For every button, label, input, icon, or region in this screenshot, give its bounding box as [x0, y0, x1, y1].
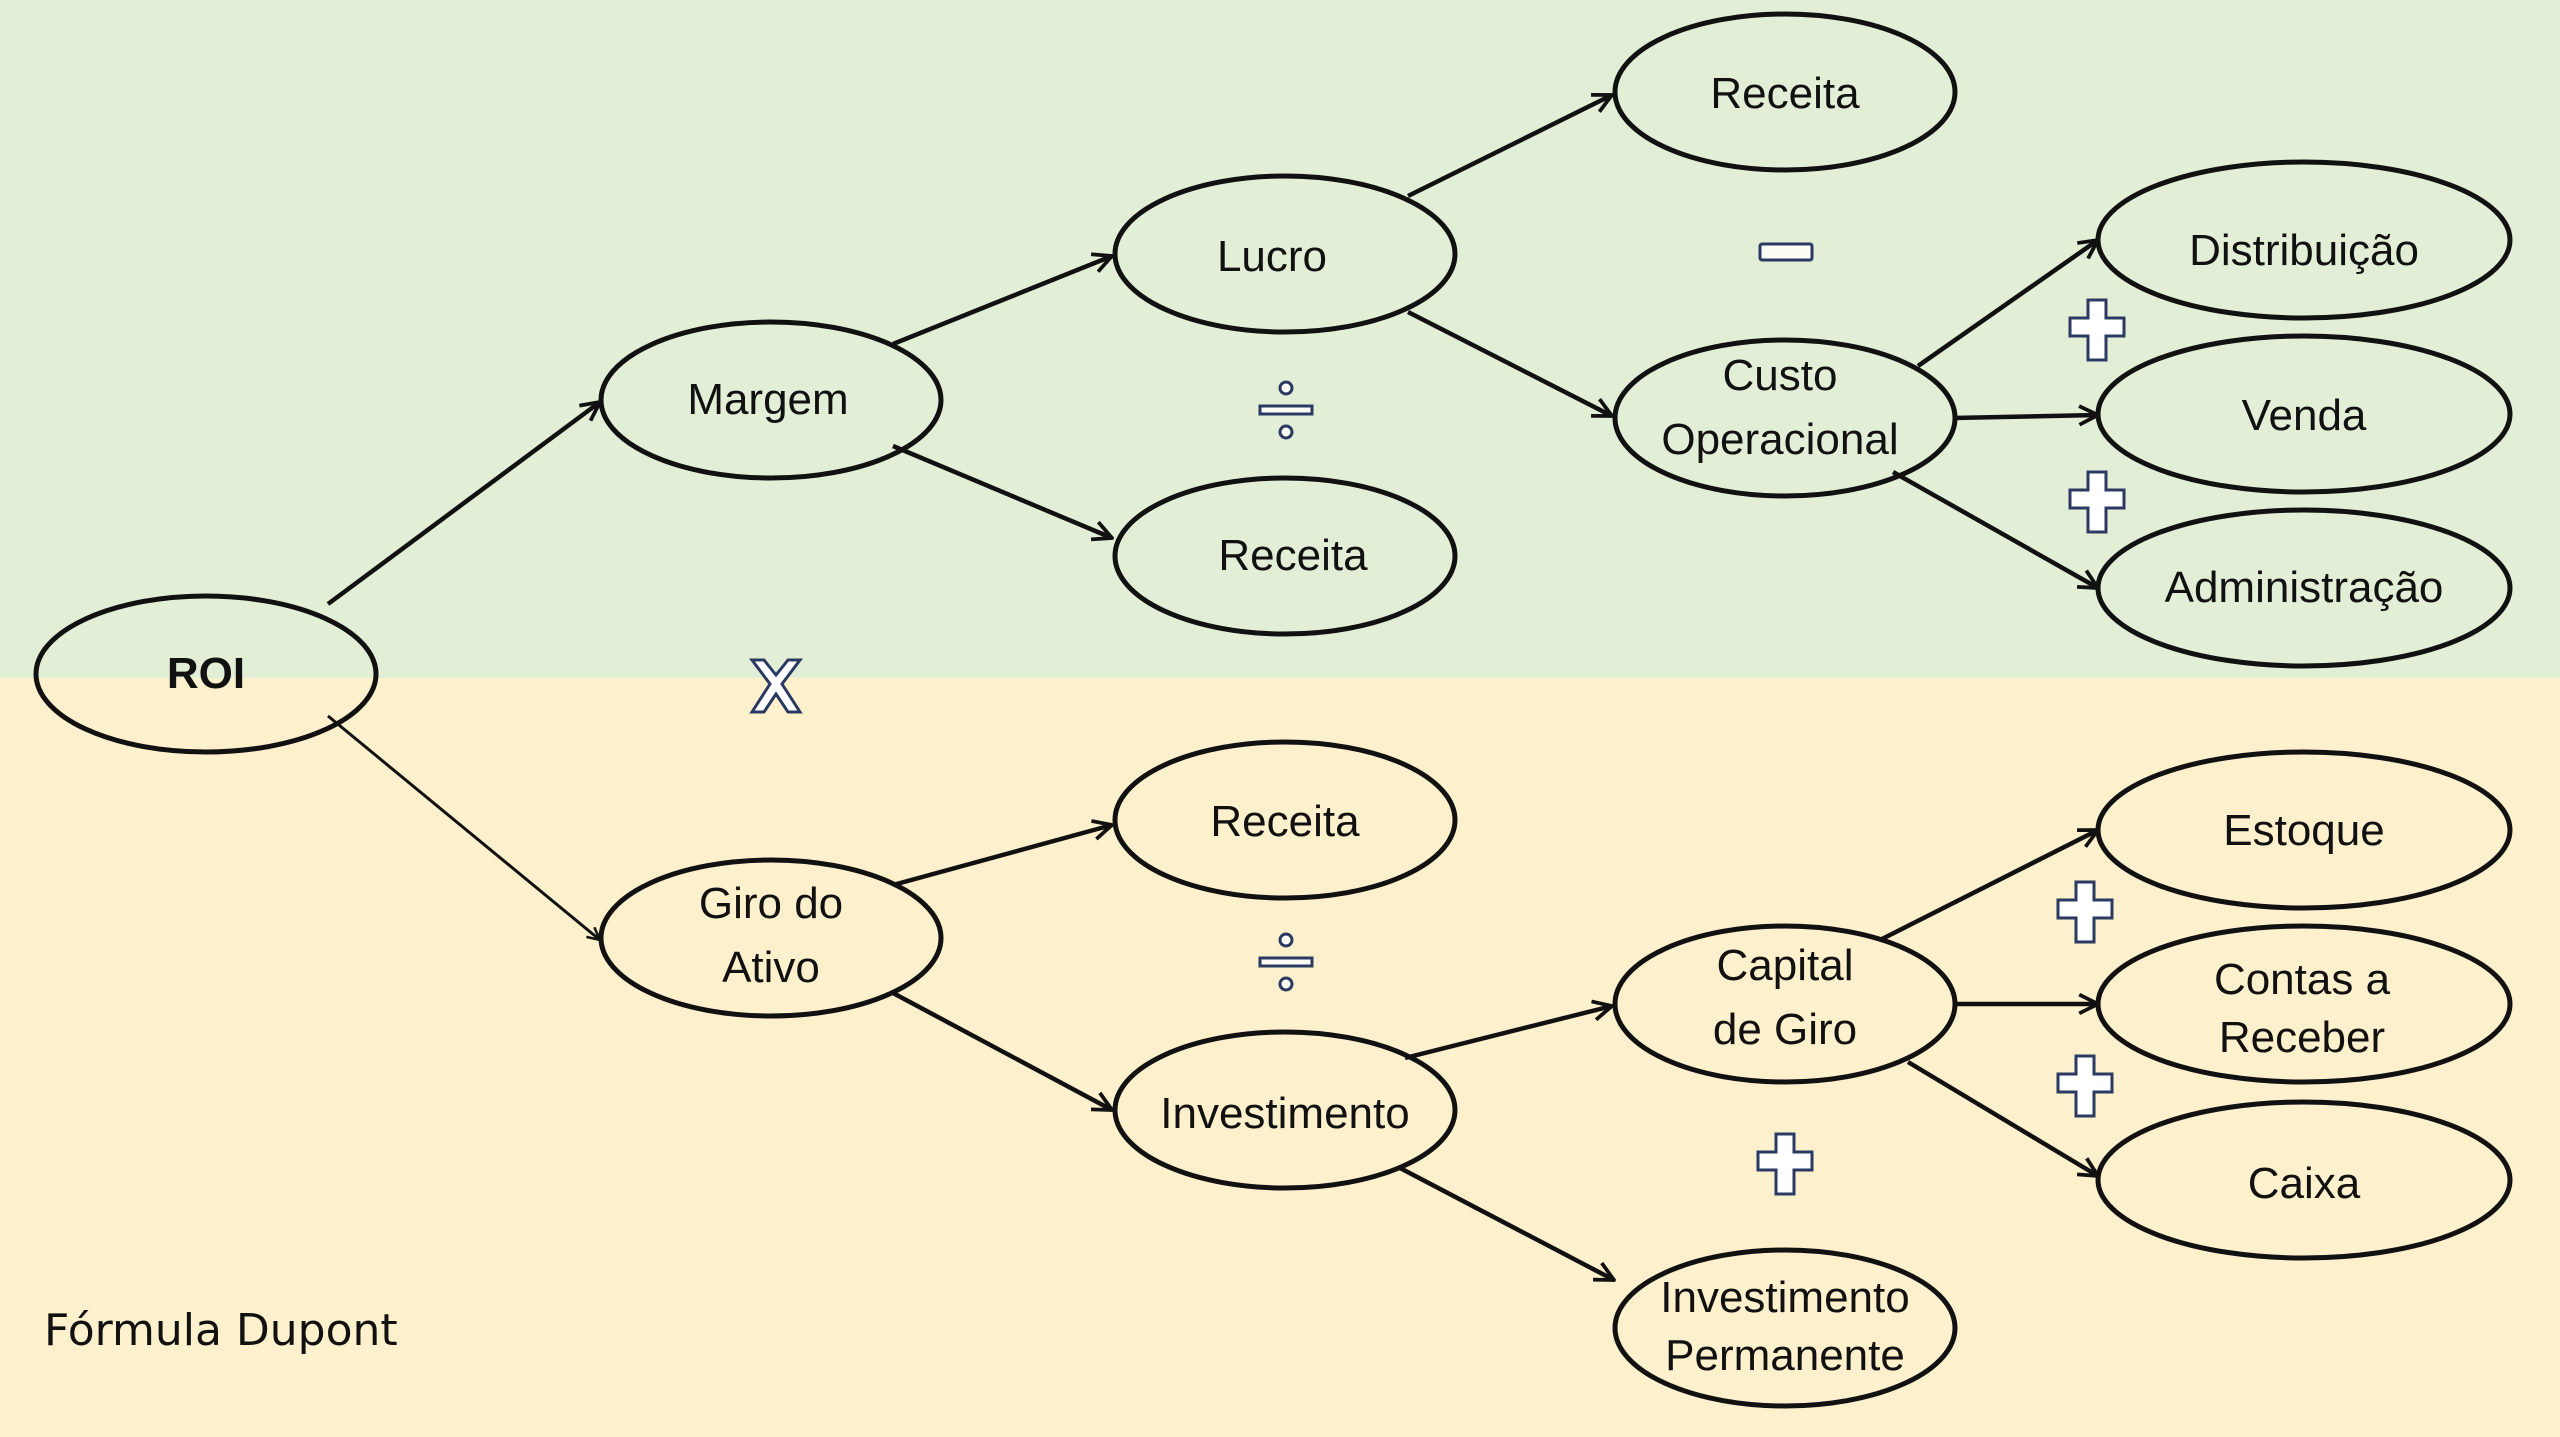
node-giro-do-ativo: Giro do Ativo	[598, 857, 944, 1019]
svg-text:Lucro: Lucro	[1217, 232, 1327, 281]
node-caixa: Caixa	[2095, 1099, 2513, 1261]
edge-investimento-permanente	[1398, 1166, 1614, 1282]
edge-roi-margem	[326, 402, 600, 606]
diagram-caption: Fórmula Dupont	[44, 1305, 398, 1356]
svg-text:Caixa: Caixa	[2248, 1159, 2361, 1208]
svg-text:de Giro: de Giro	[1713, 1005, 1857, 1054]
svg-text:Receber: Receber	[2219, 1013, 2385, 1062]
edge-custo-venda	[1952, 415, 2098, 418]
edge-capital-estoque	[1878, 827, 2098, 943]
edge-roi-giro	[327, 714, 600, 940]
node-receita-margem: Receita	[1112, 475, 1458, 637]
svg-text:Venda: Venda	[2242, 391, 2367, 440]
svg-text:Capital: Capital	[1717, 941, 1854, 990]
svg-text:Administração: Administração	[2165, 563, 2444, 612]
svg-text:Receita: Receita	[1710, 69, 1860, 118]
minus-icon	[1758, 242, 1814, 262]
plus-icon	[2056, 1054, 2114, 1118]
node-receita-giro: Receita	[1112, 739, 1458, 901]
bottom-band	[0, 678, 2560, 1437]
edge-margem-lucro	[892, 256, 1112, 347]
edge-capital-caixa	[1906, 1060, 2098, 1176]
divide-icon	[1258, 380, 1314, 440]
edges	[326, 92, 2098, 1282]
node-administracao: Administração	[2095, 507, 2513, 669]
svg-text:Permanente: Permanente	[1665, 1331, 1905, 1380]
node-lucro: Lucro	[1112, 173, 1458, 335]
edge-lucro-receita	[1407, 92, 1612, 199]
node-roi: ROI	[33, 593, 379, 755]
node-estoque: Estoque	[2095, 749, 2513, 911]
multiply-icon	[749, 658, 803, 714]
svg-text:Operacional: Operacional	[1661, 415, 1898, 464]
plus-icon	[2056, 880, 2114, 944]
svg-text:Estoque: Estoque	[2223, 806, 2384, 855]
svg-text:Custo: Custo	[1723, 351, 1838, 400]
node-contas-a-receber: Contas a Receber	[2095, 923, 2513, 1085]
edge-custo-administracao	[1891, 470, 2098, 588]
node-custo-operacional: Custo Operacional	[1612, 337, 1958, 499]
node-receita-lucro: Receita	[1612, 11, 1958, 173]
node-investimento: Investimento	[1112, 1029, 1458, 1191]
node-capital-de-giro: Capital de Giro	[1612, 923, 1958, 1085]
node-venda: Venda	[2095, 333, 2513, 495]
svg-text:Investimento: Investimento	[1660, 1273, 1909, 1322]
edge-lucro-custo	[1406, 309, 1612, 419]
edge-giro-receita	[892, 825, 1112, 888]
svg-text:Contas a: Contas a	[2214, 955, 2391, 1004]
svg-text:Margem: Margem	[687, 375, 848, 424]
edge-giro-investimento	[891, 991, 1112, 1112]
top-band	[0, 0, 2560, 678]
plus-icon	[2068, 470, 2126, 534]
svg-text:Investimento: Investimento	[1160, 1089, 1409, 1138]
svg-text:Distribuição: Distribuição	[2189, 226, 2419, 275]
node-margem: Margem	[598, 319, 944, 481]
edge-custo-distribuicao	[1916, 240, 2098, 368]
node-distribuicao: Distribuição	[2095, 159, 2513, 321]
divide-icon	[1258, 932, 1314, 992]
svg-text:Giro do: Giro do	[699, 879, 843, 928]
svg-text:Receita: Receita	[1210, 797, 1360, 846]
edge-margem-receita	[892, 443, 1112, 538]
plus-icon	[1756, 1132, 1814, 1196]
svg-text:Ativo: Ativo	[722, 943, 820, 992]
node-investimento-permanente: Investimento Permanente	[1612, 1247, 1958, 1409]
plus-icon	[2068, 298, 2126, 362]
svg-text:ROI: ROI	[167, 649, 245, 698]
edge-investimento-capital	[1404, 1006, 1612, 1061]
svg-text:Receita: Receita	[1218, 531, 1368, 580]
